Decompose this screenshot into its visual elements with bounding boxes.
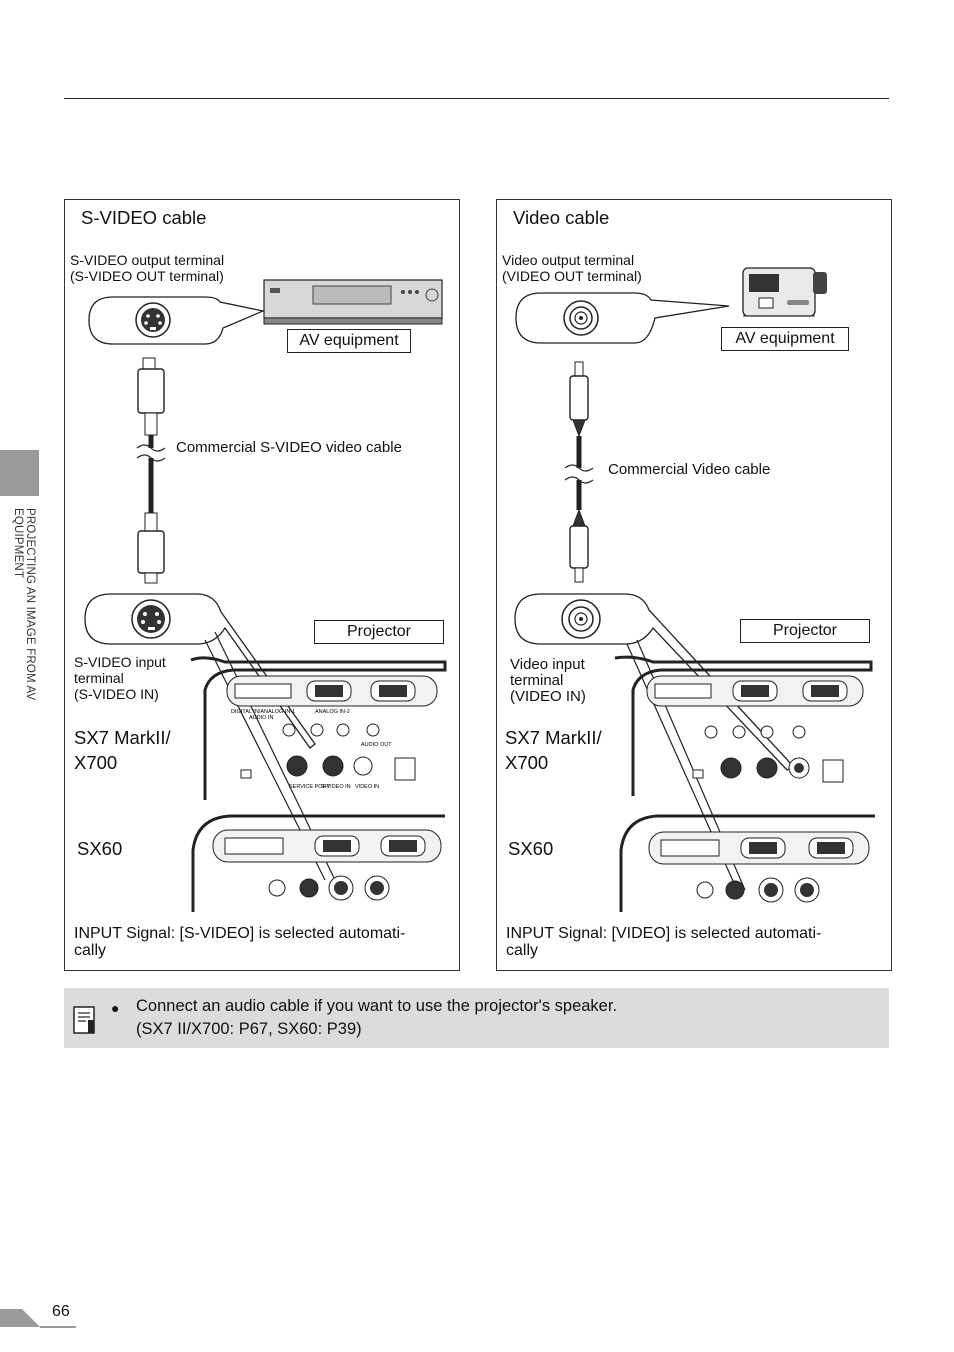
digital-in-label: DIGITAL IN/ANALOG IN-1 (231, 709, 295, 715)
projector-label: Projector (314, 620, 444, 644)
sx7-projector-panel-illustration: DIGITAL IN/ANALOG IN-1 ANALOG IN-2 AUDIO… (190, 656, 447, 800)
camcorder-icon (742, 267, 827, 317)
section-tab (0, 450, 39, 496)
input-signal-line: cally (506, 942, 539, 959)
output-terminal-callout (515, 292, 730, 344)
section-side-label: PROJECTING AN IMAGE FROM AV EQUIPMENT (12, 508, 36, 701)
input-signal-line: INPUT Signal: [VIDEO] is selected automa… (506, 925, 822, 942)
projector-label: Projector (740, 619, 870, 643)
video-cable-panel: Video cable Video output terminal (VIDEO… (496, 199, 892, 971)
input-signal-note: INPUT Signal: [VIDEO] is selected automa… (506, 925, 821, 959)
audio-out-label: AUDIO OUT (361, 742, 392, 748)
video-input-terminal-label: Video input terminal (VIDEO IN) (510, 657, 586, 705)
output-terminal-line: S-VIDEO output terminal (70, 252, 225, 268)
input-signal-line: INPUT Signal: [S-VIDEO] is selected auto… (74, 925, 406, 942)
av-equipment-label: AV equipment (721, 327, 849, 351)
video-cable-icon (564, 361, 594, 583)
s-video-in-label: S-VIDEO IN (321, 784, 351, 790)
input-terminal-line: Video input (510, 656, 585, 673)
audio-in-label: AUDIO IN (249, 715, 273, 721)
note-bullet-icon: ● (111, 1000, 120, 1016)
model-line: X700 (505, 752, 549, 773)
model-sx7-label: SX7 MarkII/ X700 (505, 725, 602, 775)
input-signal-note: INPUT Signal: [S-VIDEO] is selected auto… (74, 925, 405, 959)
input-terminal-line: terminal (74, 670, 124, 686)
sx7-projector-panel-illustration (614, 655, 873, 796)
output-terminal-callout (88, 296, 266, 345)
input-terminal-line: (S-VIDEO IN) (74, 686, 159, 702)
note-box: ● Connect an audio cable if you want to … (64, 988, 889, 1048)
service-port-label: SERVICE PORT (289, 784, 330, 790)
output-terminal-line: (S-VIDEO OUT terminal) (70, 268, 224, 284)
model-sx60-label: SX60 (508, 838, 554, 859)
output-terminal-line: (VIDEO OUT terminal) (502, 268, 642, 284)
model-sx60-label: SX60 (77, 838, 123, 859)
av-equipment-label: AV equipment (287, 329, 411, 353)
memo-note-icon (73, 1006, 95, 1034)
page-number: 66 (52, 1303, 70, 1320)
note-text: Connect an audio cable if you want to us… (136, 997, 618, 1015)
s-video-cable-label: Commercial S-VIDEO video cable (176, 439, 402, 456)
s-video-input-terminal-label: S-VIDEO input terminal (S-VIDEO IN) (74, 654, 166, 702)
input-terminal-line: terminal (510, 672, 564, 689)
model-line: SX7 MarkII/ (74, 727, 171, 748)
video-in-connector-icon (561, 599, 601, 639)
page-number-tab (0, 1309, 76, 1328)
top-rule (64, 98, 889, 99)
sx60-projector-panel-illustration (619, 814, 875, 912)
video-cable-label: Commercial Video cable (608, 461, 771, 478)
s-video-connection-diagram: DIGITAL IN/ANALOG IN-1 ANALOG IN-2 AUDIO… (84, 279, 447, 912)
s-video-cable-title: S-VIDEO cable (81, 207, 207, 228)
model-line: SX7 MarkII/ (505, 727, 602, 748)
model-line: X700 (74, 752, 118, 773)
input-terminal-line: S-VIDEO input (74, 654, 166, 670)
video-connection-diagram (514, 267, 875, 912)
input-terminal-line: (VIDEO IN) (510, 688, 586, 705)
s-video-in-connector-icon (131, 599, 171, 639)
s-video-cable-icon (136, 357, 166, 584)
dvd-player-icon (263, 279, 443, 325)
video-output-terminal-label: Video output terminal (VIDEO OUT termina… (502, 252, 642, 284)
s-video-output-terminal-label: S-VIDEO output terminal (S-VIDEO OUT ter… (70, 252, 224, 284)
output-terminal-line: Video output terminal (502, 252, 635, 268)
s-video-out-connector-icon (135, 302, 171, 338)
video-cable-title: Video cable (513, 207, 610, 228)
input-signal-line: cally (74, 942, 107, 959)
model-sx7-label: SX7 MarkII/ X700 (74, 725, 171, 775)
analog-in-2-label: ANALOG IN-2 (315, 709, 350, 715)
video-in-label: VIDEO IN (355, 784, 379, 790)
s-video-cable-panel: DIGITAL IN/ANALOG IN-1 ANALOG IN-2 AUDIO… (64, 199, 460, 971)
sx60-projector-panel-illustration (191, 814, 445, 912)
note-reference: (SX7 II/X700: P67, SX60: P39) (136, 1020, 362, 1038)
video-out-connector-icon (563, 300, 599, 336)
